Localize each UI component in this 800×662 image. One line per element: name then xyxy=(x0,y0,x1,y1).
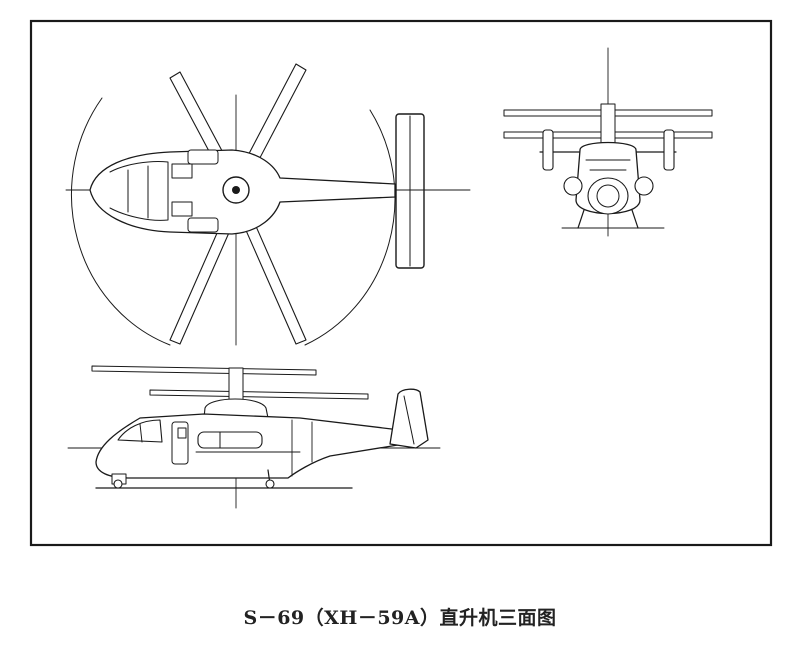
side-view xyxy=(67,365,441,509)
front-view xyxy=(503,47,713,237)
top-view xyxy=(65,63,471,346)
drawing-frame xyxy=(29,19,773,547)
figure-caption: S－69（XH－59A）直升机三面图 xyxy=(243,607,557,629)
